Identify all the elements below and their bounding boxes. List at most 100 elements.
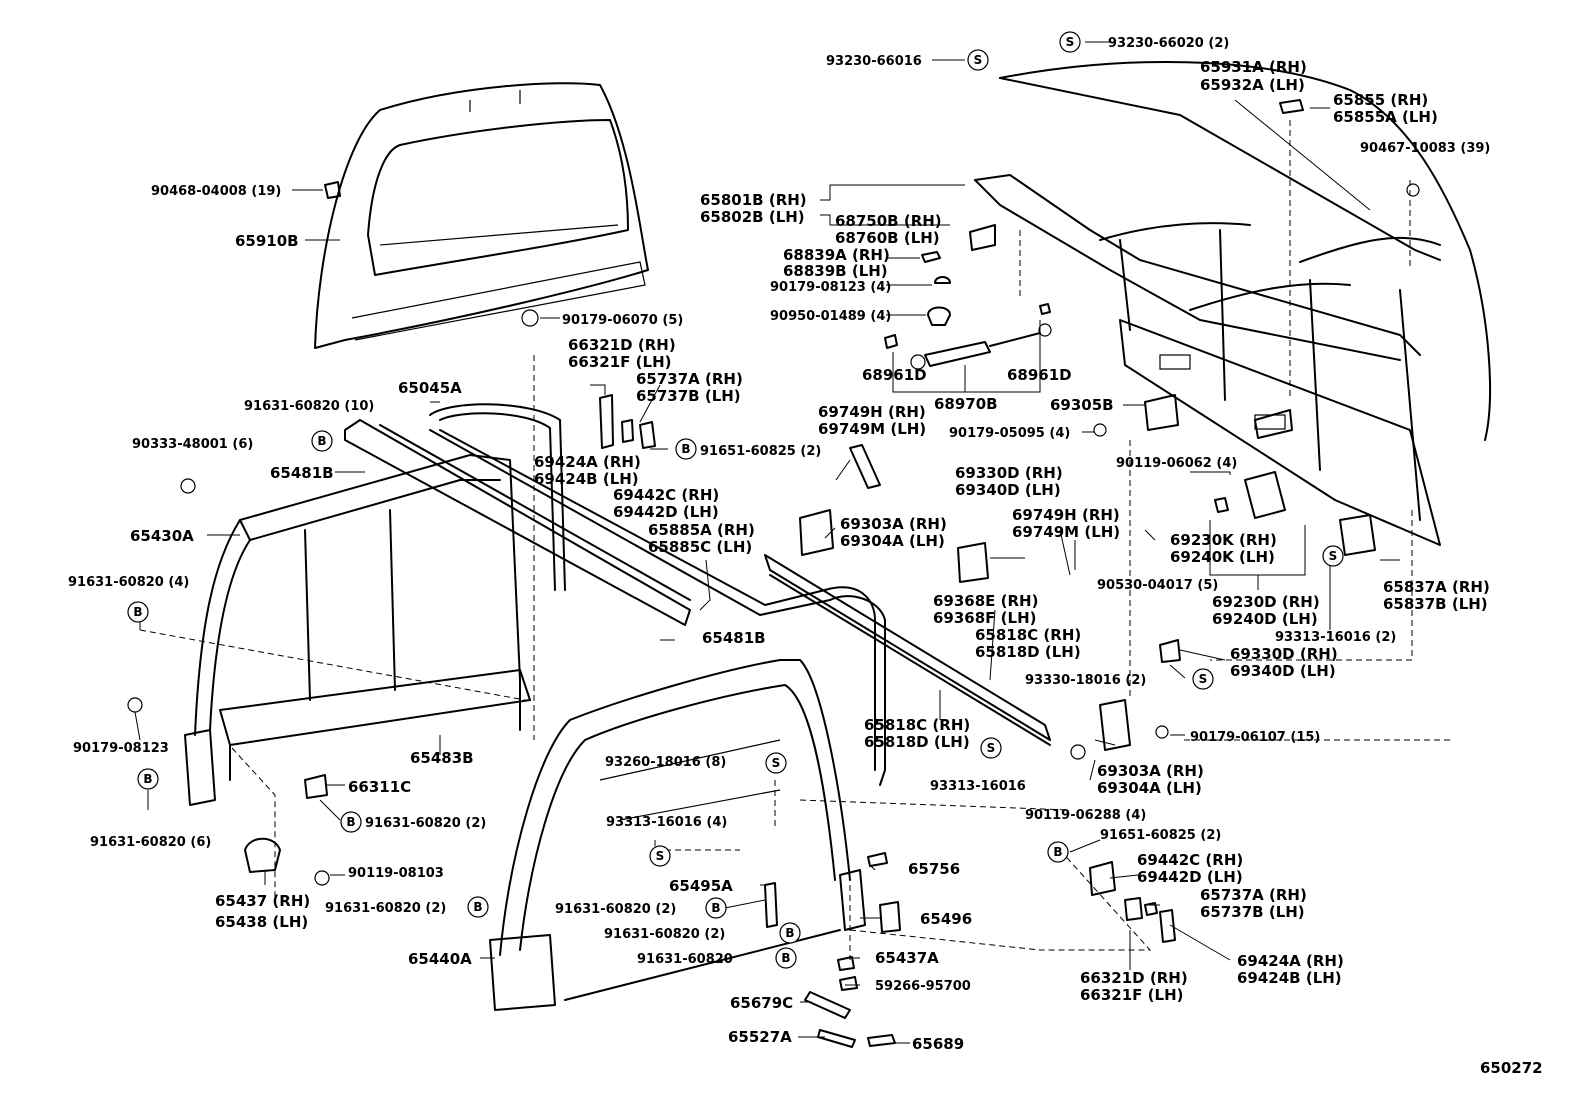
- part-label: 69749M (LH): [818, 420, 926, 438]
- part-label: 90119-06062 (4): [1116, 456, 1237, 471]
- part-label: 69305B: [1050, 396, 1114, 414]
- part-label: 91631-60820 (4): [68, 575, 189, 590]
- part-label: 69330D (RH): [955, 464, 1063, 482]
- part-label: 65045A: [398, 379, 462, 397]
- svg-text:B: B: [317, 434, 326, 448]
- leader-lines: [134, 41, 1400, 1044]
- svg-text:S: S: [772, 756, 781, 770]
- part-label: 66311C: [348, 778, 411, 796]
- svg-text:B: B: [1053, 845, 1062, 859]
- part-label: 90179-08123: [73, 741, 169, 756]
- mark-s: S: [0, 0, 4, 7]
- part-label: 90467-10083 (39): [1360, 141, 1490, 156]
- svg-text:S: S: [974, 53, 983, 67]
- svg-text:S: S: [656, 849, 665, 863]
- part-label: 65483B: [410, 749, 474, 767]
- gas-strut: [910, 323, 1052, 370]
- part-label: 93230-66020 (2): [1108, 36, 1229, 51]
- svg-text:B: B: [785, 926, 794, 940]
- mark-s: S: [649, 845, 671, 867]
- part-label: 68961D: [862, 366, 927, 384]
- part-label: 90179-08123 (4): [770, 280, 891, 295]
- mark-b: B: [1047, 841, 1069, 863]
- part-label: 69424B (LH): [1237, 969, 1342, 987]
- part-label: 65737A (RH): [1200, 886, 1307, 904]
- part-label: 65818D (LH): [864, 733, 970, 751]
- part-label: 90179-06070 (5): [562, 313, 683, 328]
- mark-b: B: [127, 601, 149, 623]
- svg-text:B: B: [781, 951, 790, 965]
- part-label: 69424A (RH): [1237, 952, 1344, 970]
- mark-b: B: [467, 896, 489, 918]
- part-label: 68750B (RH): [835, 212, 942, 230]
- part-label: 65801B (RH): [700, 191, 807, 209]
- part-label: 90179-06107 (15): [1190, 730, 1320, 745]
- svg-text:B: B: [681, 442, 690, 456]
- mark-b: B: [311, 430, 333, 452]
- part-label: 69442D (LH): [1137, 868, 1243, 886]
- part-label: 90119-06288 (4): [1025, 808, 1146, 823]
- part-label: 69424A (RH): [534, 453, 641, 471]
- part-label: 69442C (RH): [613, 486, 719, 504]
- part-label: 65931A (RH): [1200, 58, 1307, 76]
- mark-b: B: [779, 922, 801, 944]
- part-label: 65438 (LH): [215, 913, 308, 931]
- part-label: 93230-66016: [826, 54, 922, 69]
- part-label: 91631-60820 (2): [555, 902, 676, 917]
- canopy-frame: [974, 174, 1441, 546]
- part-labels: 93230-66016 93230-66020 (2) 65931A (RH) …: [68, 36, 1543, 1077]
- part-label: 90530-04017 (5): [1097, 578, 1218, 593]
- part-label: 69303A (RH): [840, 515, 947, 533]
- part-label: 65437A: [875, 949, 939, 967]
- part-label: 69240D (LH): [1212, 610, 1318, 628]
- part-label: 65437 (RH): [215, 892, 310, 910]
- part-label: 91651-60825 (2): [1100, 828, 1221, 843]
- part-label: 68839B (LH): [783, 262, 888, 280]
- part-label: 65818D (LH): [975, 643, 1081, 661]
- part-label: 93260-18016 (8): [605, 755, 726, 770]
- mark-b: B: [775, 947, 797, 969]
- part-label: 93313-16016 (4): [606, 815, 727, 830]
- part-label: 65802B (LH): [700, 208, 805, 226]
- diagram-id: 650272: [1480, 1059, 1543, 1077]
- part-label: 65440A: [408, 950, 472, 968]
- part-label: 69230D (RH): [1212, 593, 1320, 611]
- svg-text:S: S: [1066, 35, 1075, 49]
- svg-text:B: B: [473, 900, 482, 914]
- part-label: 65855A (LH): [1333, 108, 1438, 126]
- mark-s: S: [967, 49, 989, 71]
- part-label: 69442D (LH): [613, 503, 719, 521]
- svg-text:S: S: [1329, 549, 1338, 563]
- part-label: 65837A (RH): [1383, 578, 1490, 596]
- part-label: 90179-05095 (4): [949, 426, 1070, 441]
- part-label: 66321D (RH): [1080, 969, 1188, 987]
- mark-s: S: [765, 752, 787, 774]
- svg-text:B: B: [711, 901, 720, 915]
- part-label: 91631-60820: [637, 952, 733, 967]
- mark-s: S: [1059, 31, 1081, 53]
- svg-text:B: B: [143, 772, 152, 786]
- part-label: 65481B: [270, 464, 334, 482]
- part-label: 93330-18016 (2): [1025, 673, 1146, 688]
- part-label: 69303A (RH): [1097, 762, 1204, 780]
- part-label: 93313-16016 (2): [1275, 630, 1396, 645]
- mark-s: S: [1192, 668, 1214, 690]
- part-label: 91631-60820 (10): [244, 399, 374, 414]
- part-label: 91651-60825 (2): [700, 444, 821, 459]
- part-label: 66321F (LH): [1080, 986, 1183, 1004]
- part-label: 69330D (RH): [1230, 645, 1338, 663]
- part-label: 65689: [912, 1035, 964, 1053]
- part-label: 65527A: [728, 1028, 792, 1046]
- part-label: 65855 (RH): [1333, 91, 1428, 109]
- svg-text:B: B: [133, 605, 142, 619]
- mark-b: B: [137, 768, 159, 790]
- mark-b: B: [340, 811, 362, 833]
- part-label: 65430A: [130, 527, 194, 545]
- part-label: 93313-16016: [930, 779, 1026, 794]
- part-label: 65737A (RH): [636, 370, 743, 388]
- part-label: 69749M (LH): [1012, 523, 1120, 541]
- part-label: 65756: [908, 860, 960, 878]
- part-label: 90119-08103: [348, 866, 444, 881]
- part-label: 69368E (RH): [933, 592, 1038, 610]
